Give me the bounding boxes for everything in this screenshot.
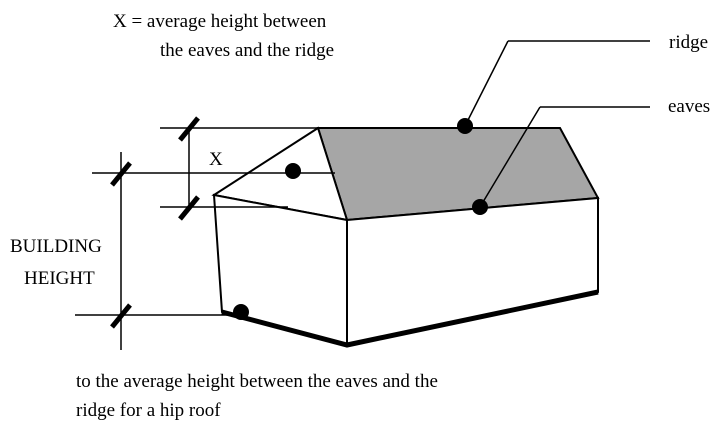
tick-average-level — [110, 161, 132, 187]
definition-line-2: the eaves and the ridge — [160, 40, 334, 61]
building-height-label-line-2: HEIGHT — [24, 268, 95, 289]
ridge-leader-line — [464, 40, 509, 127]
tick-ridge — [178, 116, 200, 142]
side-wall — [212, 193, 348, 347]
tick-ground — [110, 303, 132, 329]
ground-line — [221, 289, 599, 348]
average-height-point — [285, 163, 301, 179]
front-wall — [346, 196, 599, 347]
caption-line-2: ridge for a hip roof — [76, 400, 221, 421]
ridge-point — [457, 118, 473, 134]
ground-point — [233, 304, 249, 320]
ridge-label: ridge — [669, 32, 708, 53]
dimension-x-label: X — [209, 149, 223, 170]
eaves-label: eaves — [668, 96, 710, 117]
eaves-leader-line — [479, 106, 541, 208]
building-height-label-line-1: BUILDING — [10, 236, 102, 257]
eaves-point — [472, 199, 488, 215]
definition-line-1: X = average height between — [113, 11, 327, 32]
tick-eaves — [178, 195, 200, 221]
caption-line-1: to the average height between the eaves … — [76, 371, 438, 392]
